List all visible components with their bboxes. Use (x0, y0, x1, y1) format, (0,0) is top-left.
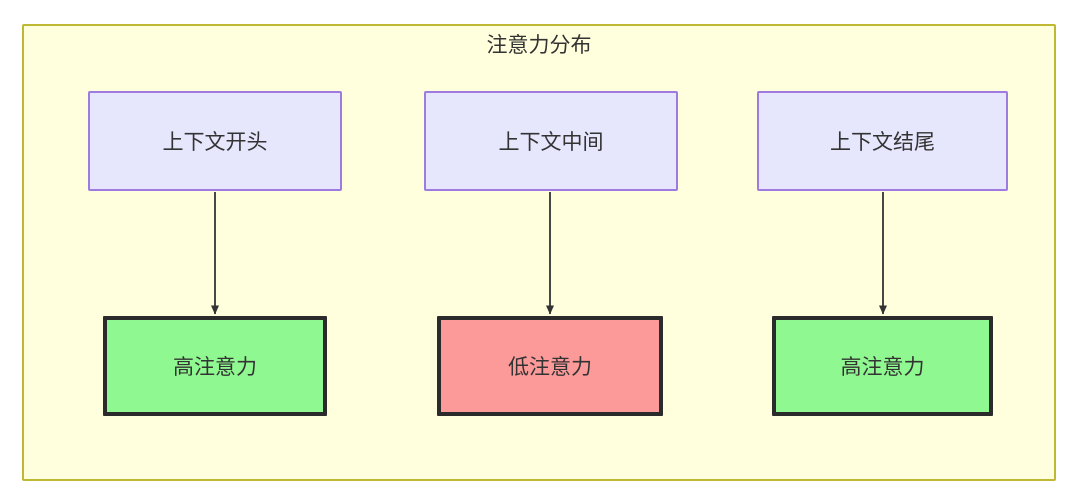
node-attention-start[interactable]: 高注意力 (103, 316, 327, 416)
node-context-start[interactable]: 上下文开头 (88, 91, 342, 191)
node-attention-end-label: 高注意力 (840, 356, 925, 379)
node-context-end[interactable]: 上下文结尾 (757, 91, 1008, 191)
diagram-title: 注意力分布 (486, 34, 592, 57)
node-context-middle-label: 上下文中间 (498, 131, 604, 154)
node-attention-middle-label: 低注意力 (508, 356, 592, 379)
node-attention-middle[interactable]: 低注意力 (437, 316, 663, 416)
node-context-end-label: 上下文结尾 (830, 131, 935, 154)
node-context-middle[interactable]: 上下文中间 (424, 91, 678, 191)
node-attention-start-label: 高注意力 (173, 356, 257, 379)
node-attention-end[interactable]: 高注意力 (772, 316, 993, 416)
node-context-start-label: 上下文开头 (162, 131, 268, 154)
